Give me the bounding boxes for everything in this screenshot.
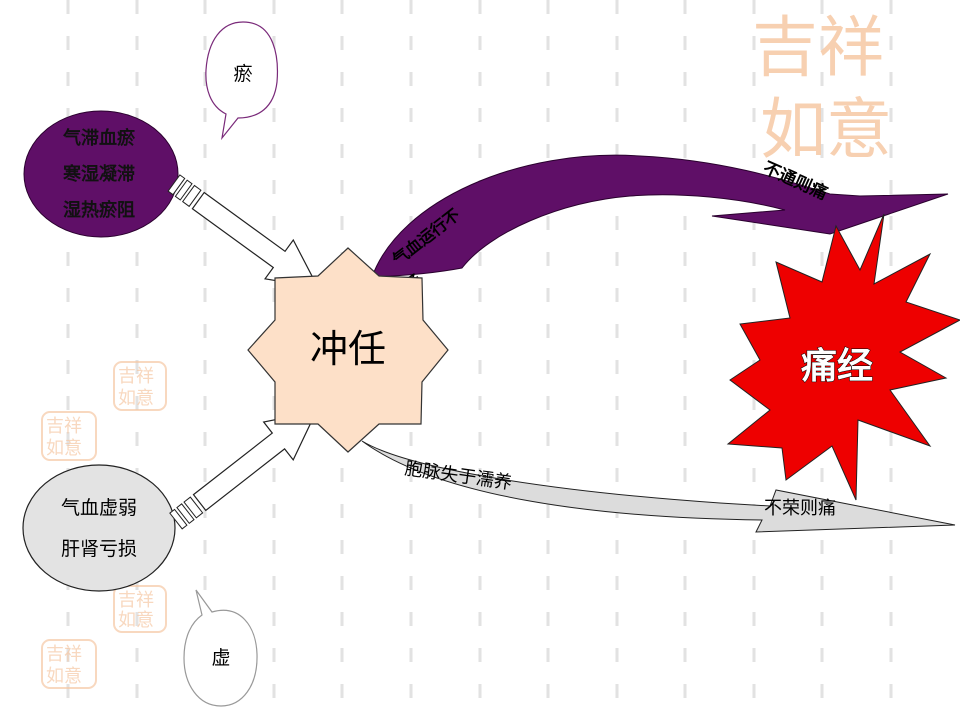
center-node: 冲任 (247, 247, 449, 453)
watermark-small-1-line1: 吉祥 (118, 366, 154, 387)
center-node-text: 冲任 (310, 327, 386, 371)
bubble-stasis: 瘀 (205, 21, 278, 141)
watermark-small-4-line1: 吉祥 (46, 644, 82, 665)
arrow-bottom-label-2: 不荣则痛 (764, 498, 836, 519)
arrow-bottom-label-1: 胞脉失于濡养 (403, 458, 513, 494)
watermark-small-4: 吉祥 如意 (41, 639, 97, 689)
arrow-deficiency-to-center (169, 410, 318, 530)
watermark-small-3-line2: 如意 (118, 610, 154, 631)
cause-excess-line-2: 寒湿凝滞 (62, 163, 135, 185)
cause-deficiency-line-1: 气血虚弱 (61, 497, 137, 519)
watermark-small-3: 吉祥 如意 (113, 585, 167, 633)
result-node: 痛经 (726, 213, 960, 501)
bubble-deficiency: 虚 (183, 589, 258, 707)
result-node-text: 痛经 (801, 346, 873, 387)
watermark-large-line2: 如意 (760, 91, 892, 168)
watermark-small-3-line1: 吉祥 (118, 590, 154, 611)
watermark-small-1-line2: 如意 (118, 388, 154, 409)
watermark-small-2: 吉祥 如意 (41, 411, 97, 461)
watermark-small-2-line1: 吉祥 (46, 416, 82, 437)
watermark-large: 吉祥 如意 (752, 9, 892, 168)
cause-deficiency-line-2: 肝肾亏损 (61, 538, 137, 560)
watermark-small-1: 吉祥 如意 (113, 361, 167, 411)
arrow-nourish-failure: 胞脉失于濡养 不荣则痛 (361, 440, 956, 533)
bubble-stasis-text: 瘀 (233, 63, 252, 85)
cause-excess-line-3: 湿热瘀阻 (63, 199, 135, 221)
bubble-deficiency-text: 虚 (211, 647, 230, 669)
cause-deficiency-node: 气血虚弱 肝肾亏损 (22, 464, 176, 592)
cause-excess-line-1: 气滞血瘀 (62, 127, 136, 149)
watermark-small-2-line2: 如意 (46, 438, 82, 459)
cause-excess-node: 气滞血瘀 寒湿凝滞 湿热瘀阻 (23, 110, 179, 238)
watermark-large-line1: 吉祥 (752, 9, 884, 86)
watermark-small-4-line2: 如意 (46, 666, 82, 687)
